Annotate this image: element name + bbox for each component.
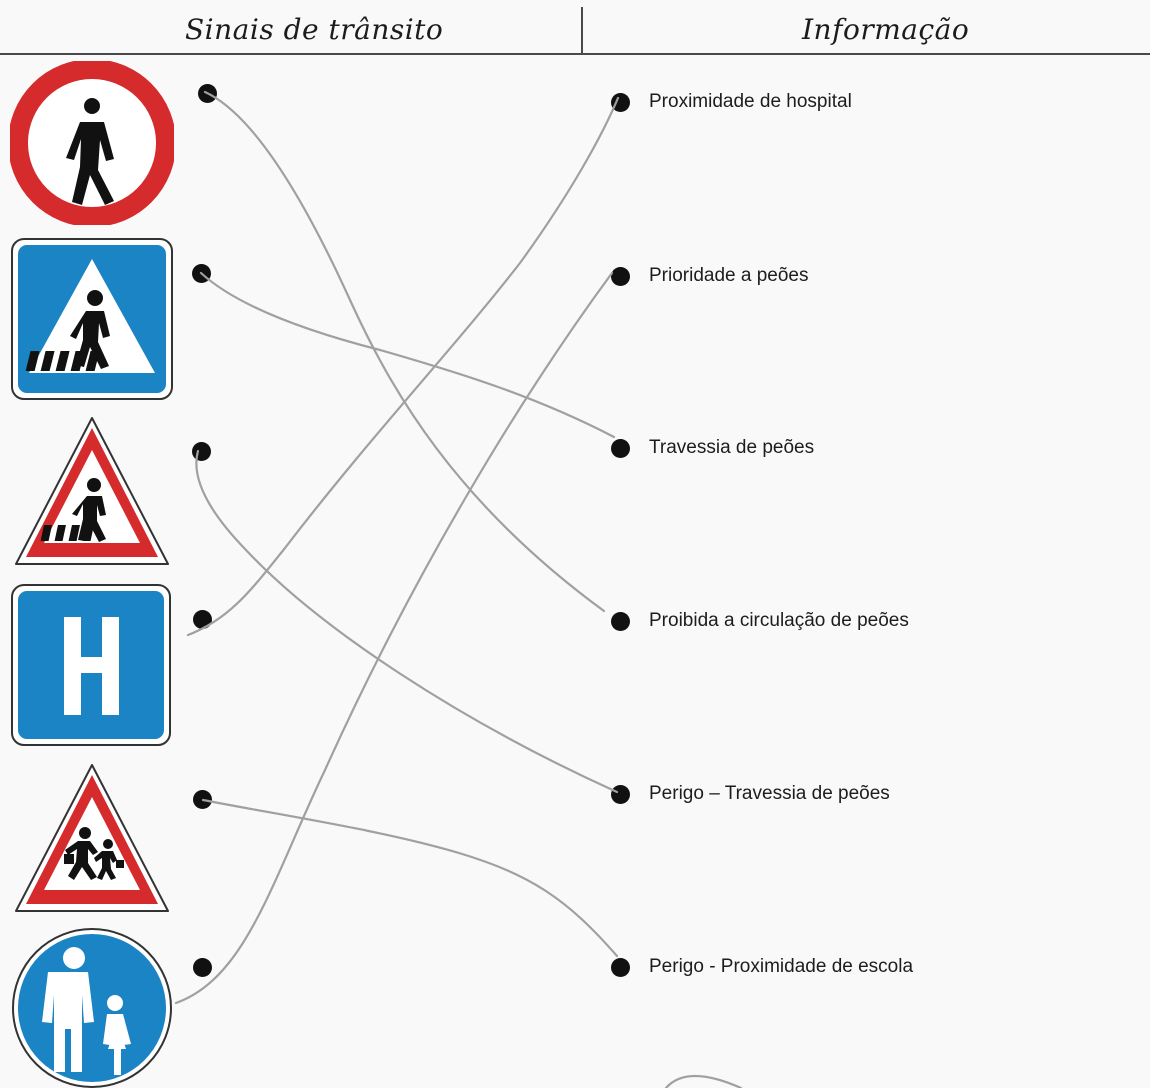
pedestrian-crossing-icon bbox=[11, 238, 173, 400]
connection-line-school bbox=[201, 798, 619, 958]
connection-line-hospital bbox=[186, 96, 620, 637]
no-pedestrians-sign bbox=[10, 61, 174, 225]
danger-pedestrian-crossing-icon bbox=[15, 417, 169, 565]
connection-line-danger-crossing bbox=[195, 449, 619, 794]
answer-option-label: Proximidade de hospital bbox=[649, 91, 852, 112]
bottom-pencil-curve bbox=[664, 1074, 743, 1088]
answer-option-danger-school-proximity[interactable]: Perigo - Proximidade de escola bbox=[611, 955, 913, 979]
answer-option-label: Perigo – Travessia de peões bbox=[649, 783, 890, 804]
answer-target-dot[interactable] bbox=[611, 438, 630, 458]
answer-target-dot[interactable] bbox=[611, 784, 630, 804]
answer-target-dot[interactable] bbox=[611, 92, 630, 112]
sign-answer-dot-3[interactable] bbox=[192, 442, 211, 461]
no-pedestrians-icon bbox=[10, 61, 174, 225]
answer-target-dot[interactable] bbox=[611, 611, 630, 631]
answer-option-hospital-proximity[interactable]: Proximidade de hospital bbox=[611, 90, 852, 114]
sign-answer-dot-6[interactable] bbox=[193, 958, 212, 977]
answer-option-no-pedestrians[interactable]: Proibida a circulação de peões bbox=[611, 609, 909, 633]
answer-option-label: Travessia de peões bbox=[649, 437, 815, 458]
pedestrian-path-icon bbox=[12, 928, 172, 1088]
answer-target-dot[interactable] bbox=[611, 266, 630, 286]
answer-option-pedestrian-priority[interactable]: Prioridade a peões bbox=[611, 264, 809, 288]
sign-answer-dot-5[interactable] bbox=[193, 790, 212, 809]
danger-school-icon bbox=[15, 764, 169, 912]
header-traffic-signs-title: Sinais de trânsito bbox=[185, 13, 444, 46]
connection-line-path bbox=[174, 271, 614, 1005]
header-information-title: Informação bbox=[802, 13, 970, 46]
pedestrian-crossing-sign bbox=[10, 237, 174, 401]
connection-line-no-pedestrians bbox=[203, 90, 606, 613]
answer-option-danger-pedestrian-crossing[interactable]: Perigo – Travessia de peões bbox=[611, 782, 890, 806]
answer-option-label: Prioridade a peões bbox=[649, 265, 809, 286]
sign-answer-dot-4[interactable] bbox=[193, 610, 212, 629]
danger-school-sign bbox=[10, 759, 174, 923]
answer-option-label: Proibida a circulação de peões bbox=[649, 610, 909, 631]
sign-answer-dot-1[interactable] bbox=[198, 84, 217, 103]
connection-line-pedestrian-crossing bbox=[199, 271, 616, 439]
answer-target-dot[interactable] bbox=[611, 957, 630, 977]
hospital-sign bbox=[10, 583, 174, 747]
answer-option-label: Perigo - Proximidade de escola bbox=[649, 956, 914, 977]
hospital-icon bbox=[11, 584, 171, 746]
answer-option-pedestrian-crossing[interactable]: Travessia de peões bbox=[611, 436, 814, 460]
header-divider bbox=[581, 7, 583, 55]
header-rule bbox=[0, 53, 1150, 55]
sign-answer-dot-2[interactable] bbox=[192, 264, 211, 283]
danger-pedestrian-crossing-sign bbox=[10, 412, 174, 576]
pedestrian-path-sign bbox=[10, 926, 174, 1088]
